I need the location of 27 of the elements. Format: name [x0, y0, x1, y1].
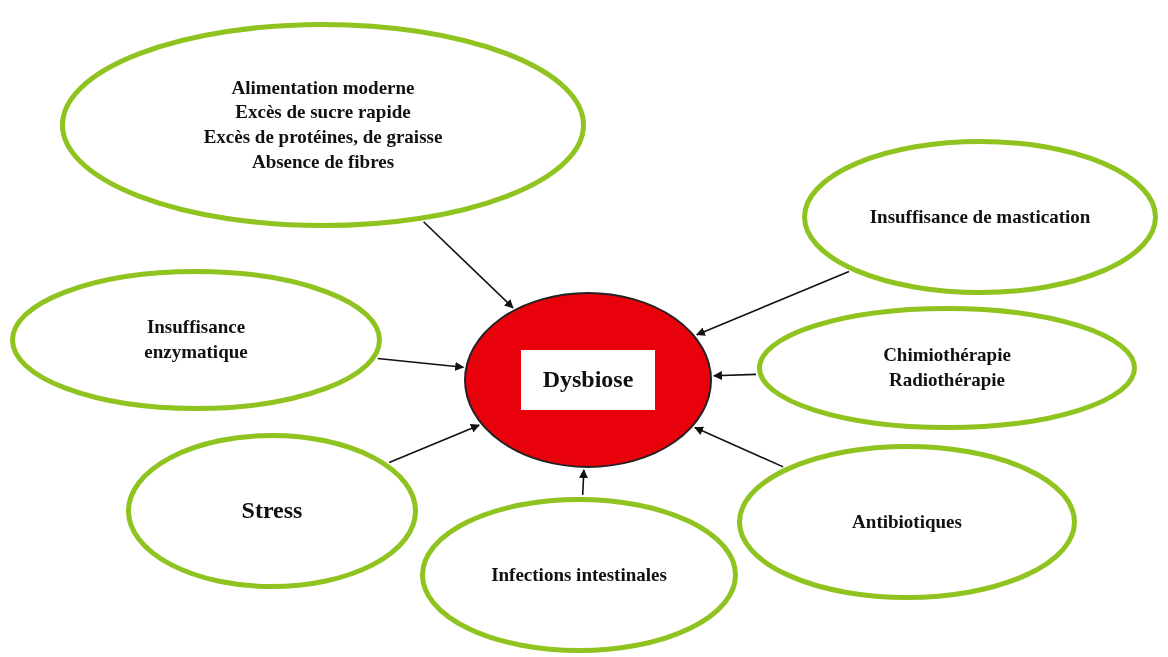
node-text: Excès de protéines, de graisse [203, 125, 443, 149]
ellipse-node [464, 292, 712, 468]
node-text: Alimentation moderne [231, 75, 415, 100]
arrow [579, 469, 588, 496]
ellipse-node [126, 433, 418, 589]
node-text: Insuffisance de mastication [869, 204, 1091, 229]
arrow [696, 270, 850, 336]
ellipse-node [10, 269, 382, 411]
node-text: Excès de sucre rapide [235, 100, 411, 125]
node-text: Antibiotiques [852, 509, 962, 534]
arrow [422, 221, 514, 309]
ellipse-node [802, 139, 1158, 295]
node-text: Infections intestinales [491, 562, 667, 587]
arrow [388, 424, 480, 464]
arrow [694, 426, 784, 468]
node-text: Absence de fibres [251, 149, 395, 174]
arrow [376, 357, 465, 371]
node-text: Insuffisance enzymatique [143, 315, 249, 364]
center-label: Dysbiose [520, 350, 656, 410]
ellipse-node [420, 497, 738, 653]
node-text: Chimiothérapie [883, 343, 1011, 368]
ellipse-node [757, 306, 1137, 430]
node-text: Stress [241, 496, 303, 526]
ellipse-node [60, 22, 586, 228]
ellipse-node [737, 444, 1077, 600]
node-text: Radiothérapie [888, 368, 1006, 392]
arrow [712, 371, 757, 380]
